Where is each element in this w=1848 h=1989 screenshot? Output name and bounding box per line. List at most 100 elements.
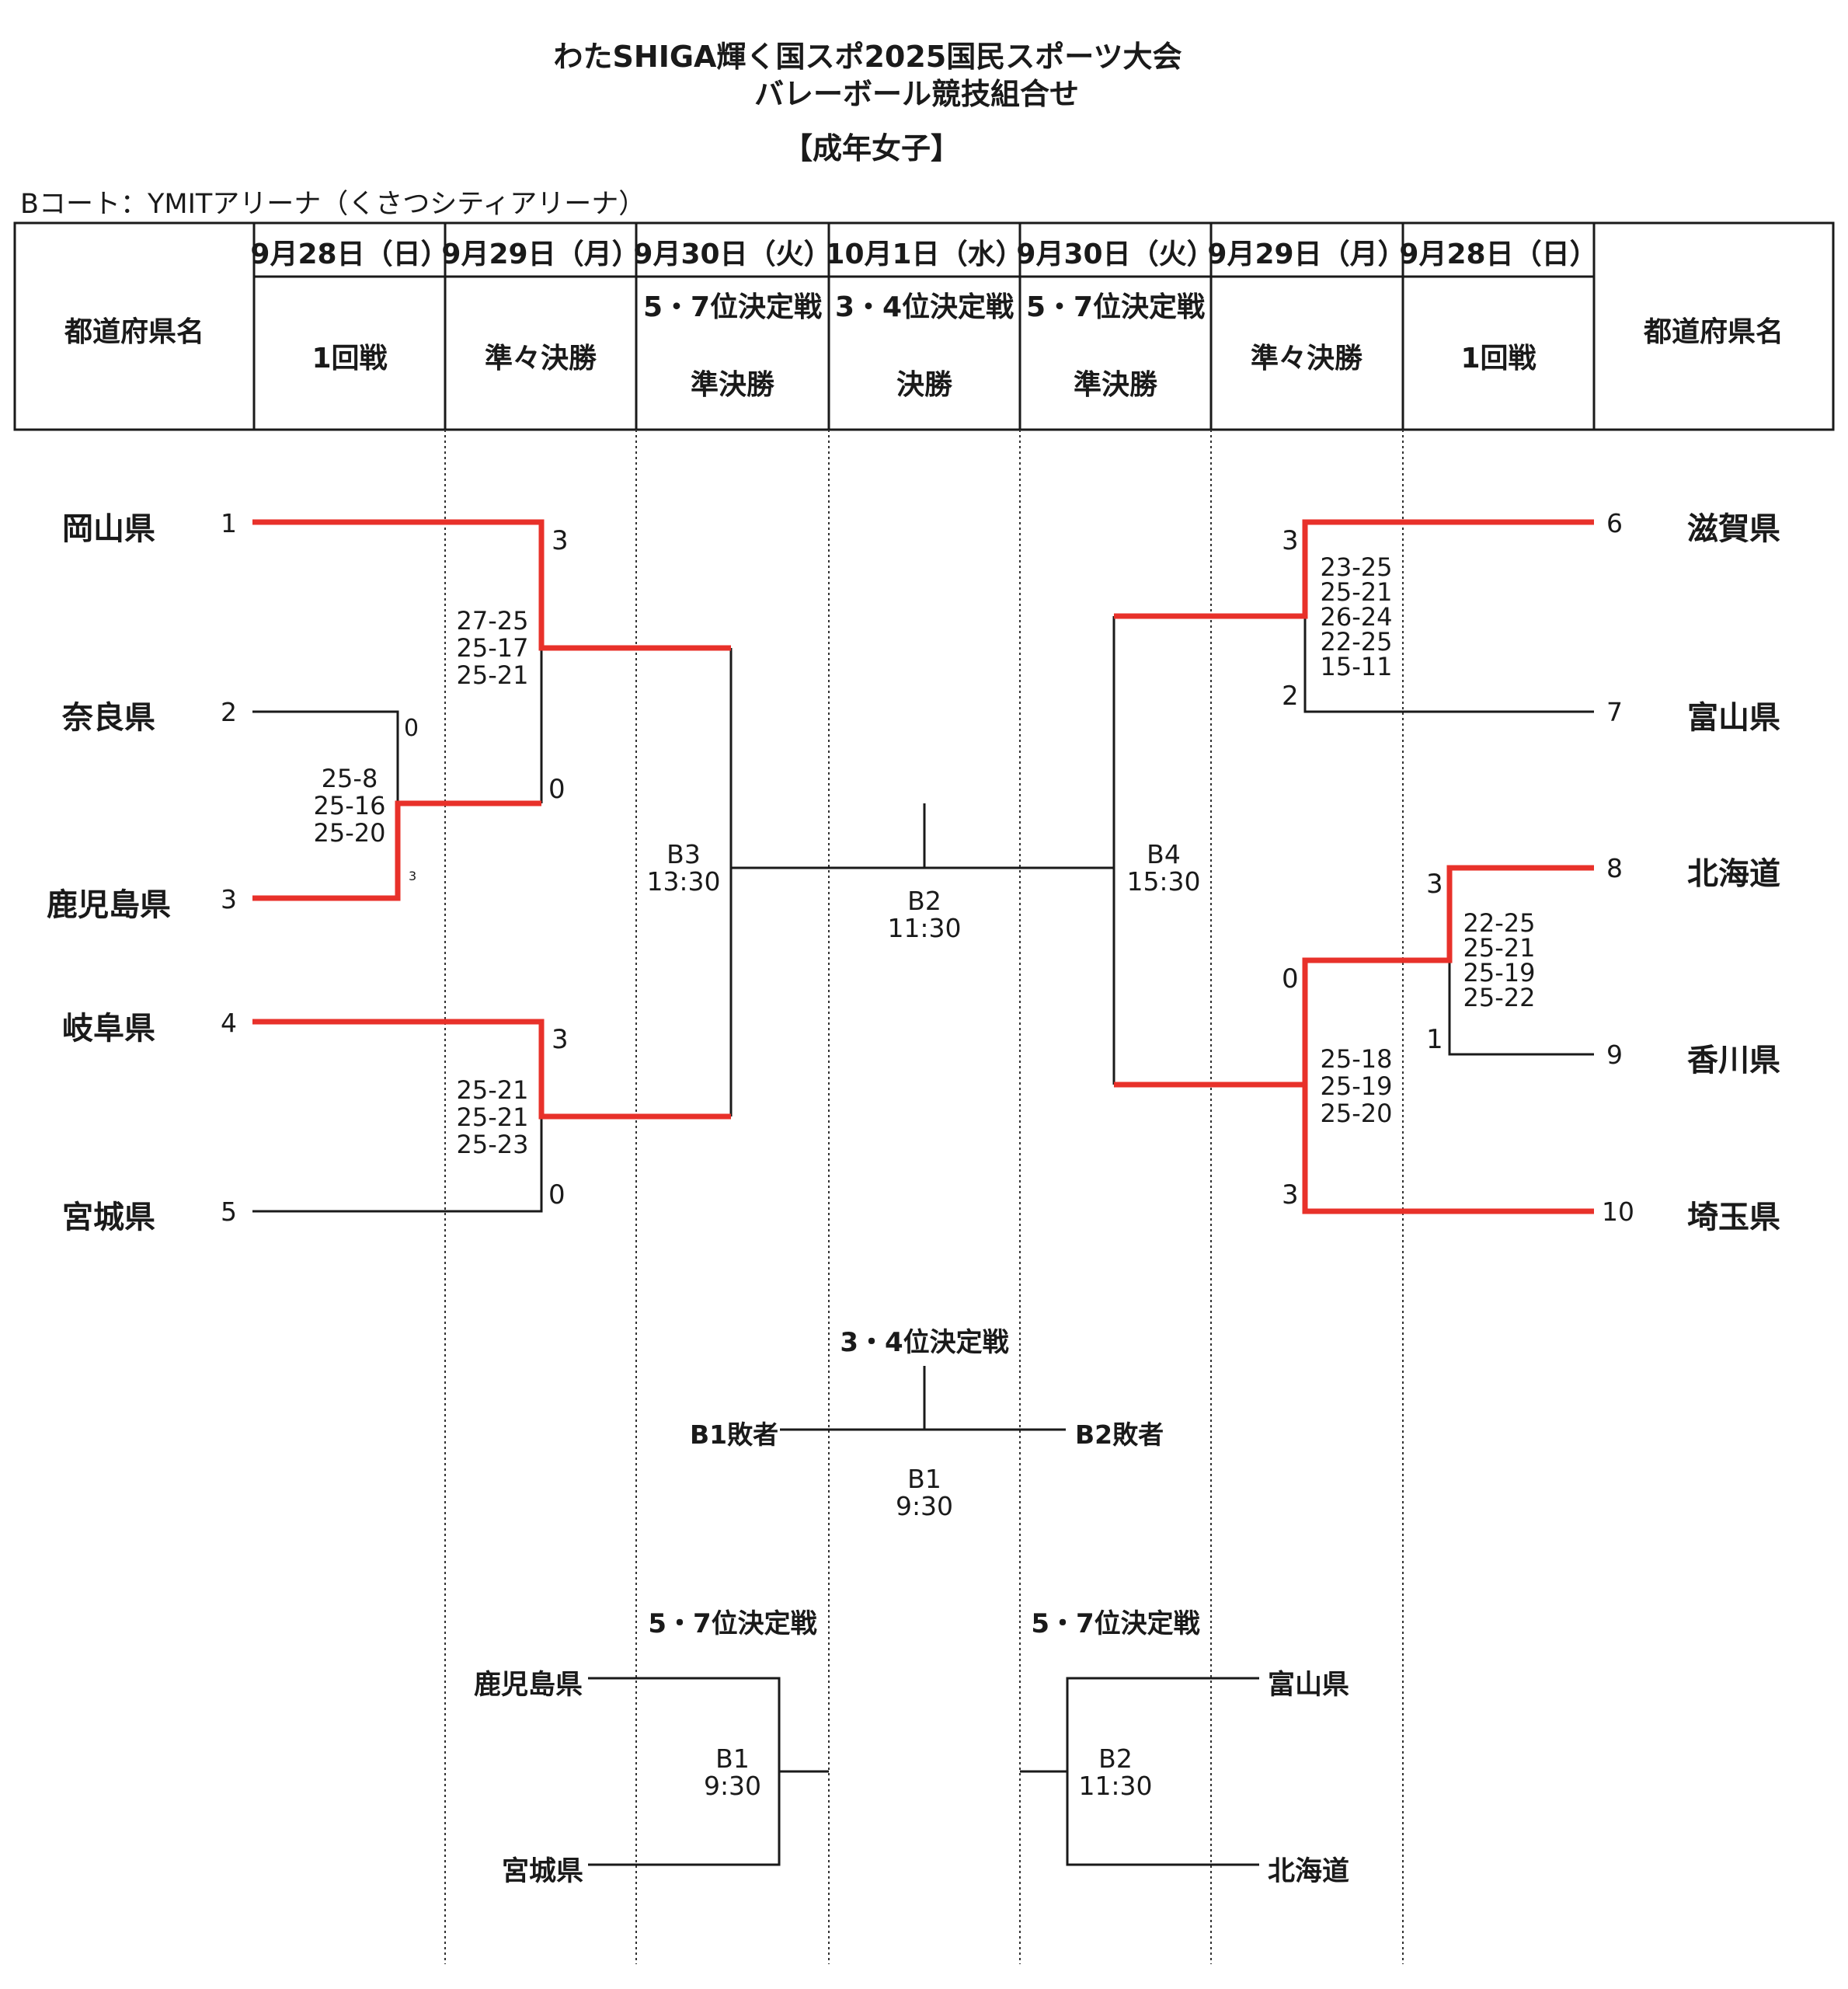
left-r1-score-bottom: 3 [409, 869, 417, 883]
match-time: 9:30 [703, 1771, 762, 1801]
right-qf2-score-bottom: 3 [1282, 1179, 1299, 1210]
match-time: 9:30 [895, 1491, 954, 1521]
placement-right-label: B2 11:30 [1078, 1745, 1152, 1799]
team-right-7-name: 富山県 [1687, 700, 1780, 736]
header-round-3b: 準決勝 [690, 369, 775, 401]
category-label: 【成年女子】 [782, 131, 961, 165]
set-score: 25-20 [1320, 1099, 1393, 1128]
set-score: 25-21 [1463, 933, 1536, 963]
team-left-1-name: 岡山県 [62, 511, 155, 547]
team-right-6-seed: 6 [1606, 508, 1623, 538]
bracket-black [252, 616, 1594, 1866]
header-round-7: 1回戦 [1460, 343, 1537, 374]
set-score: 25-21 [456, 1075, 529, 1105]
set-score: 25-21 [1320, 577, 1393, 607]
header-date-6: 9月29日（月） [1207, 239, 1406, 270]
team-left-4-seed: 4 [221, 1008, 237, 1038]
header-round-4a: 3・4位決定戦 [834, 291, 1014, 323]
final-label: B2 11:30 [887, 887, 961, 942]
set-score: 27-25 [456, 606, 529, 636]
third-place-title: 3・4位決定戦 [840, 1327, 1009, 1358]
left-r1-sets: 25-8 25-16 25-20 [314, 765, 386, 847]
sf-left-label: B3 13:30 [646, 841, 720, 895]
team-right-8-name: 北海道 [1687, 856, 1780, 892]
court-label: Bコート：YMITアリーナ（くさつシティアリーナ） [20, 189, 646, 220]
match-code: B1 [715, 1743, 750, 1774]
third-place-left: B1敗者 [690, 1419, 779, 1450]
right-r1-sets: 22-25 25-21 25-19 25-22 [1463, 911, 1536, 1010]
header-round-1: 1回戦 [311, 343, 388, 374]
team-right-8-seed: 8 [1606, 853, 1623, 883]
team-left-1-seed: 1 [221, 508, 237, 538]
set-score: 25-17 [456, 633, 529, 663]
set-score: 25-19 [1320, 1071, 1393, 1101]
third-place-right: B2敗者 [1075, 1419, 1164, 1450]
match-code: B4 [1147, 839, 1181, 869]
header-table [13, 221, 1835, 431]
third-place-label: B1 9:30 [896, 1465, 953, 1520]
placement-right-team-top: 富山県 [1268, 1670, 1350, 1701]
bracket-red [252, 519, 1594, 1214]
right-r1-score-top: 3 [1426, 869, 1443, 900]
left-qf2-score-top: 3 [552, 1024, 569, 1055]
left-qf1-score-bottom: 0 [548, 774, 566, 805]
set-score: 25-21 [456, 660, 529, 690]
right-r1-score-bottom: 1 [1426, 1024, 1443, 1055]
match-code: B2 [1098, 1743, 1133, 1774]
header-date-2: 9月29日（月） [441, 239, 640, 270]
match-time: 15:30 [1126, 866, 1201, 897]
header-pref-right: 都道府県名 [1643, 316, 1784, 348]
set-score: 22-25 [1463, 908, 1536, 938]
match-code: B1 [907, 1464, 941, 1494]
match-time: 13:30 [646, 866, 721, 897]
set-score: 25-18 [1320, 1044, 1393, 1074]
left-qf2-sets: 25-21 25-21 25-23 [457, 1077, 529, 1158]
set-score: 25-21 [456, 1102, 529, 1132]
left-qf1-score-top: 3 [552, 525, 569, 556]
team-right-10-seed: 10 [1602, 1197, 1634, 1227]
team-left-5-seed: 5 [221, 1197, 237, 1227]
team-left-3-name: 鹿児島県 [47, 887, 171, 923]
right-qf1-score-bottom: 2 [1282, 681, 1299, 712]
set-score: 22-25 [1320, 627, 1393, 657]
set-score: 25-22 [1463, 983, 1536, 1012]
set-score: 25-8 [321, 764, 378, 793]
header-round-2: 準々決勝 [484, 343, 597, 374]
match-code: B3 [666, 839, 701, 869]
placement-left-label: B1 9:30 [704, 1745, 761, 1799]
sf-right-label: B4 15:30 [1126, 841, 1200, 895]
match-code: B2 [907, 886, 941, 916]
set-score: 26-24 [1320, 602, 1393, 632]
team-right-9-seed: 9 [1606, 1040, 1623, 1070]
right-qf1-score-top: 3 [1282, 525, 1299, 556]
team-left-5-name: 宮城県 [62, 1200, 155, 1235]
placement-right-team-bottom: 北海道 [1268, 1856, 1350, 1887]
header-round-4b: 決勝 [896, 369, 953, 401]
team-right-9-name: 香川県 [1687, 1043, 1780, 1078]
set-score: 25-23 [456, 1130, 529, 1159]
header-date-5: 9月30日（火） [1016, 239, 1215, 270]
match-time: 11:30 [1078, 1771, 1153, 1801]
column-dividers [444, 430, 1404, 1964]
placement-left-title: 5・7位決定戦 [648, 1608, 817, 1639]
team-left-3-seed: 3 [221, 884, 237, 914]
right-qf2-sets: 25-18 25-19 25-20 [1321, 1046, 1393, 1127]
placement-right-title: 5・7位決定戦 [1031, 1608, 1200, 1639]
set-score: 23-25 [1320, 552, 1393, 582]
placement-left-team-bottom: 宮城県 [502, 1856, 584, 1887]
right-qf1-sets: 23-25 25-21 26-24 22-25 15-11 [1321, 555, 1393, 679]
set-score: 25-16 [313, 791, 386, 820]
header-round-3a: 5・7位決定戦 [642, 291, 823, 323]
header-date-7: 9月28日（日） [1399, 239, 1598, 270]
header-date-3: 9月30日（火） [633, 239, 832, 270]
team-right-6-name: 滋賀県 [1687, 511, 1780, 547]
header-date-1: 9月28日（日） [250, 239, 449, 270]
team-left-4-name: 岐阜県 [62, 1011, 155, 1047]
left-qf2-score-bottom: 0 [548, 1179, 566, 1210]
title-line-1: わたSHIGA輝く国スポ2025国民スポーツ大会 [553, 40, 1182, 74]
header-date-4: 10月1日（水） [825, 239, 1024, 270]
set-score: 25-20 [313, 818, 386, 848]
team-left-2-seed: 2 [221, 697, 237, 727]
team-right-7-seed: 7 [1606, 697, 1623, 727]
